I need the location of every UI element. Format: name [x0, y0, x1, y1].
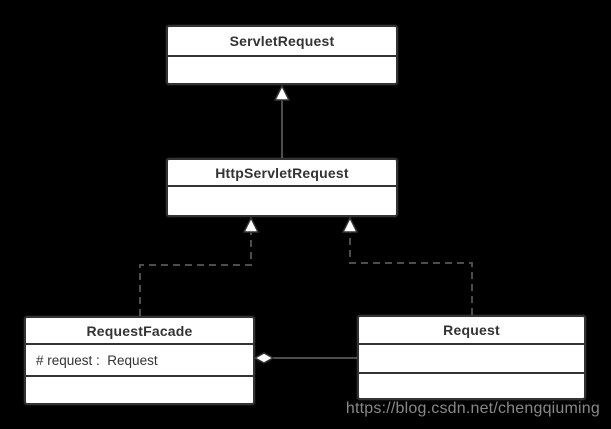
attributes-compartment: # request : Request	[26, 343, 253, 375]
realization-arrow-right	[341, 216, 473, 315]
hollow-diamond-icon	[253, 352, 275, 364]
class-http-servlet-request: HttpServletRequest	[166, 158, 398, 217]
class-name: ServletRequest	[229, 33, 335, 49]
empty-compartment	[168, 185, 396, 215]
class-request: Request	[357, 315, 586, 400]
hollow-triangle-icon	[273, 84, 291, 101]
empty-compartment	[359, 343, 584, 372]
empty-compartment	[26, 375, 253, 403]
realization-arrow-left	[139, 216, 260, 316]
watermark-url: https://blog.csdn.net/chengqiuming	[345, 400, 600, 417]
hollow-triangle-icon	[242, 216, 260, 233]
aggregation-connector	[253, 352, 357, 364]
class-request-facade: RequestFacade # request : Request	[24, 316, 255, 405]
hollow-triangle-icon	[341, 216, 359, 233]
generalization-arrow	[273, 84, 291, 159]
class-name: Request	[443, 322, 500, 338]
class-servlet-request: ServletRequest	[166, 25, 398, 85]
class-name: RequestFacade	[86, 322, 193, 339]
class-name: HttpServletRequest	[215, 164, 349, 181]
empty-compartment	[168, 55, 396, 83]
empty-compartment	[359, 372, 584, 398]
attribute-request: # request : Request	[36, 352, 158, 368]
